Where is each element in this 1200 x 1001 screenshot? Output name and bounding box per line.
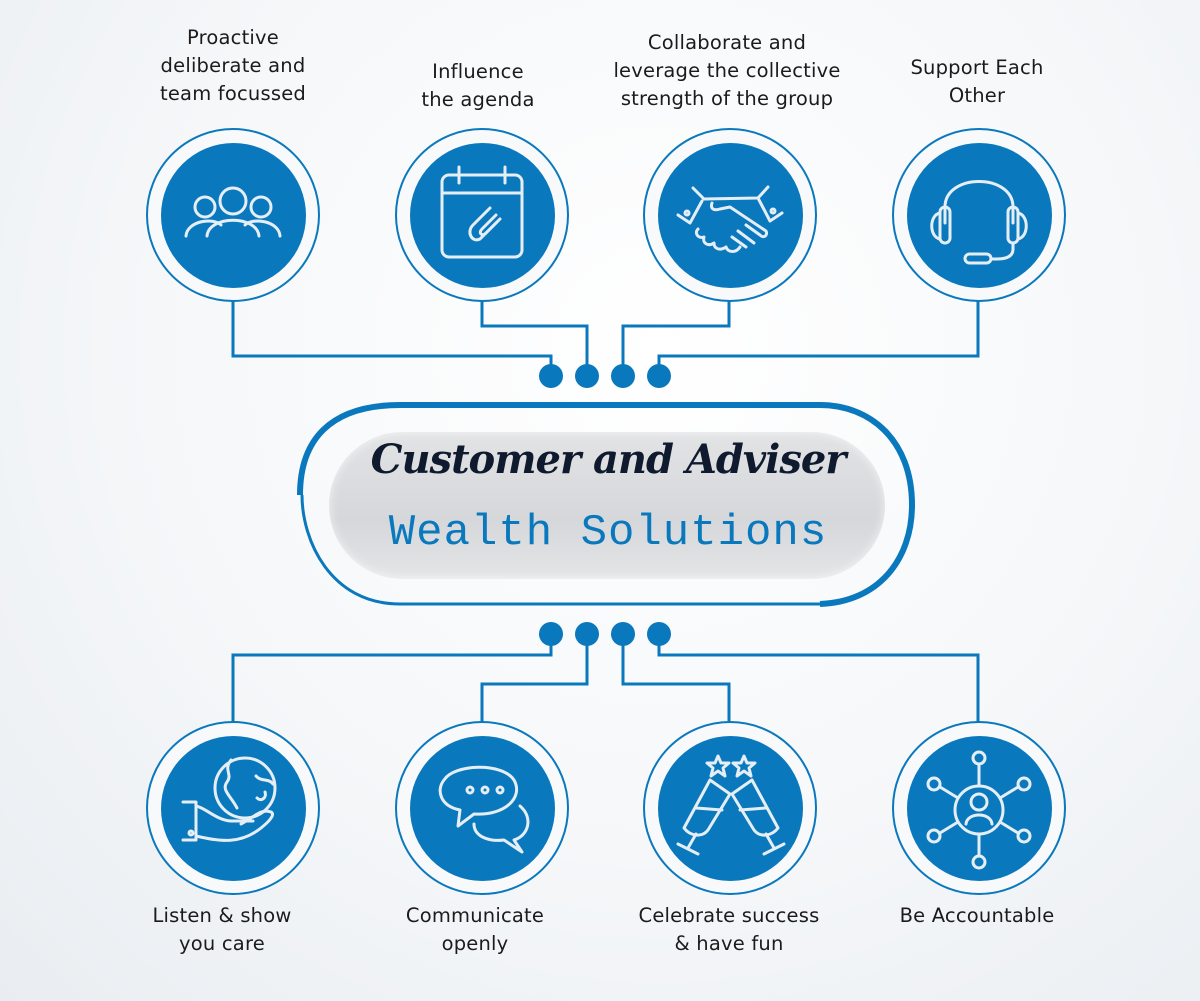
value-node-listen [146,721,320,895]
pill-frame-thin [300,494,820,606]
connector-top-3 [621,300,731,366]
value-label-bottom-2: Communicate openly [405,904,545,955]
connector-bottom-2 [480,644,589,722]
connector-top-4 [657,300,980,366]
connector-top-1 [231,300,553,366]
connector-bottom-1 [231,644,553,722]
value-label-bottom-3: Celebrate success & have fun [638,904,820,955]
value-node-influence [395,128,569,302]
value-label-top-2: Influence the agenda [421,60,535,111]
value-node-support [892,128,1066,302]
champagne-glasses-icon [676,754,786,856]
connector-dot [539,364,563,388]
handshake-icon [676,185,784,253]
connector-dot [539,622,563,646]
team-icon [184,186,282,238]
chat-bubbles-icon [438,765,530,854]
connector-dot [611,364,635,388]
value-label-top-4: Support Each Other [910,56,1044,107]
connector-top-2 [480,300,589,366]
center-pill [329,432,885,579]
center-title-subtitle: Wealth Solutions [388,508,828,558]
connector-dot [611,622,635,646]
connector-dot [647,622,671,646]
network-person-icon [926,750,1032,870]
connector-bottom-3 [621,644,731,722]
value-node-accountable [892,721,1066,895]
connector-bottom-4 [657,644,980,722]
value-node-team [146,128,320,302]
value-label-bottom-4: Be Accountable [899,904,1055,927]
value-node-collaborate [643,128,817,302]
pill-frame-thick [297,402,916,607]
connector-dot [647,364,671,388]
connector-dot [575,622,599,646]
center-title-script: Customer and Adviser [370,436,847,483]
value-node-communicate [395,721,569,895]
headset-icon [930,180,1028,265]
value-label-top-3: Collaborate and leverage the collective … [613,31,841,110]
value-label-top-1: Proactive deliberate and team focussed [160,26,306,105]
hand-globe-icon [181,756,277,842]
calendar-magnet-icon [440,165,524,259]
value-node-celebrate [643,721,817,895]
value-label-bottom-1: Listen & show you care [152,904,292,955]
connector-dot [575,364,599,388]
